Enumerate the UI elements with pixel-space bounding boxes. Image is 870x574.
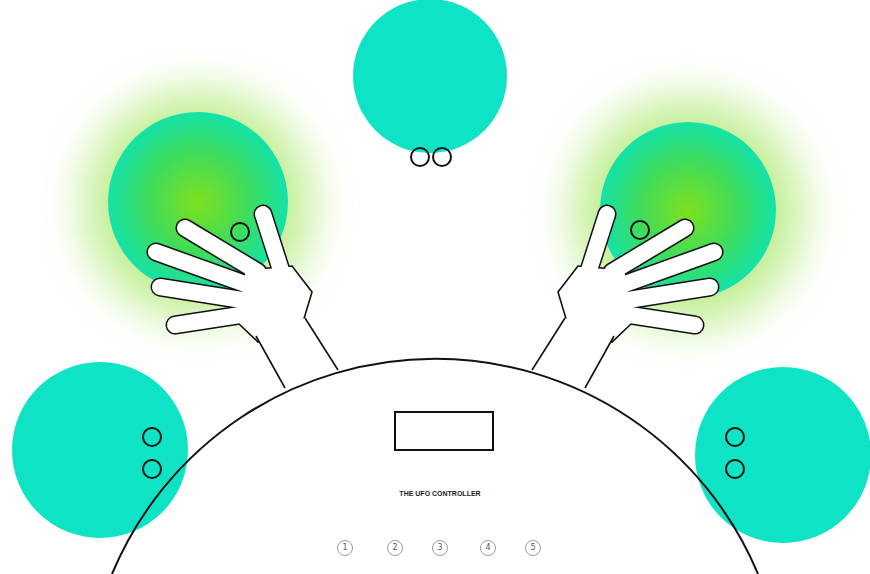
callout-text: 1 [342,544,347,552]
callout-text: 5 [530,544,535,552]
touch-pad [695,367,870,543]
callout-text: 2 [392,544,397,552]
callout-text: 3 [437,544,442,552]
sensor-rings [143,148,744,478]
device-name: THE UFO CONTROLLER [399,490,480,497]
callout-number: 3 [432,540,448,556]
display-window [395,412,493,450]
callout-number: 4 [480,540,496,556]
touch-pad-active [108,112,288,292]
touch-pad [353,0,507,153]
hand [532,214,714,388]
hand [156,214,338,388]
callout-text: 4 [485,544,490,552]
callout-number: 2 [387,540,403,556]
callout-number: 1 [337,540,353,556]
touch-pad [12,362,188,538]
touch-pad-active [600,122,776,298]
housing-outline [112,359,758,574]
callout-number: 5 [525,540,541,556]
